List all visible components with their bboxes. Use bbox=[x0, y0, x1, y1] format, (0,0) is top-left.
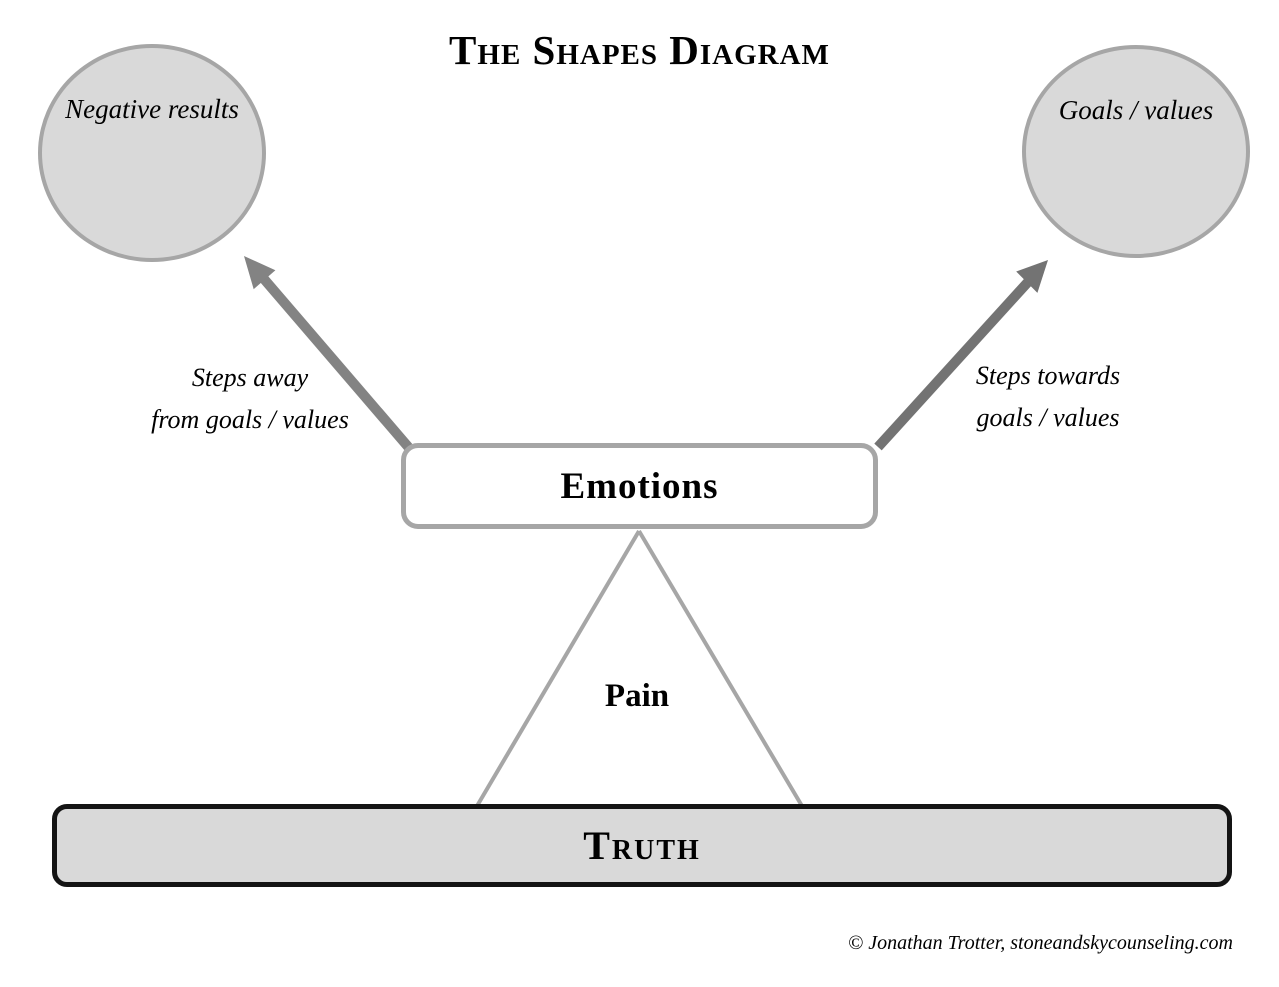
truth-label: Truth bbox=[583, 823, 701, 868]
negative-results-circle: Negative results bbox=[38, 44, 266, 262]
truth-bar: Truth bbox=[52, 804, 1232, 887]
emotions-box: Emotions bbox=[401, 443, 878, 529]
pain-label: Pain bbox=[604, 678, 670, 714]
steps-towards-line2: goals / values bbox=[976, 403, 1120, 432]
steps-away-line2: from goals / values bbox=[151, 405, 349, 434]
copyright-credit: © Jonathan Trotter, stoneandskycounselin… bbox=[848, 932, 1233, 954]
pain-triangle-lines bbox=[475, 529, 804, 808]
goals-values-circle: Goals / values bbox=[1022, 45, 1250, 258]
page-title: The Shapes Diagram bbox=[449, 27, 830, 73]
steps-towards-arrowhead-icon bbox=[1016, 260, 1048, 293]
goals-values-label: Goals / values bbox=[1058, 95, 1214, 125]
steps-towards-label: Steps towards goals / values bbox=[928, 355, 1168, 439]
steps-away-label: Steps away from goals / values bbox=[125, 357, 375, 441]
steps-away-arrowhead-icon bbox=[244, 256, 276, 290]
emotions-label: Emotions bbox=[560, 465, 719, 507]
steps-towards-line1: Steps towards bbox=[975, 361, 1121, 390]
negative-results-label: Negative results bbox=[65, 94, 239, 124]
steps-away-line1: Steps away bbox=[191, 363, 309, 392]
